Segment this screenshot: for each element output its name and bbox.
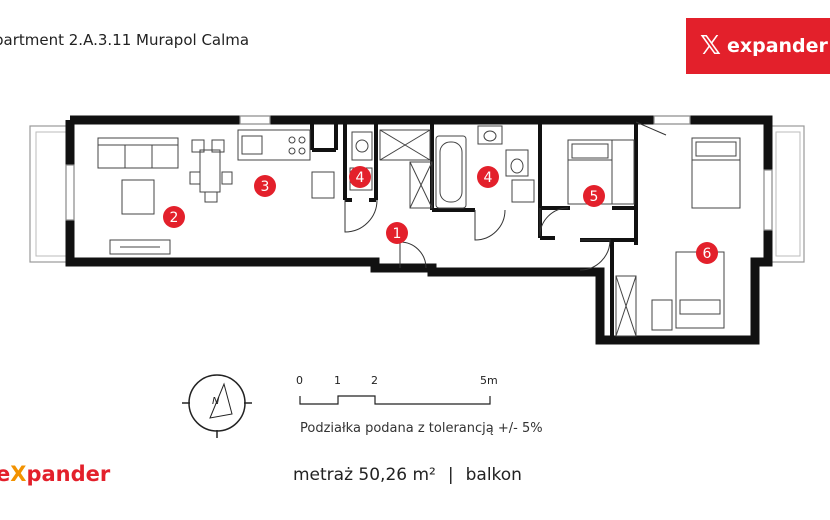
footer-brand-rest: pander [26,462,111,486]
room-marker-5[interactable]: 5 [583,185,605,207]
svg-text:4: 4 [484,170,493,186]
svg-text:2: 2 [170,210,179,226]
area-extra: balkon [465,465,522,485]
compass-north-label: N [212,396,220,407]
scale-tick-5m: 5m [480,374,498,387]
area-separator: | [447,465,454,485]
internal-walls [310,124,638,340]
room-marker-3[interactable]: 3 [254,175,276,197]
room-markers: 2 3 4 1 4 5 6 [163,166,718,264]
balcony-right-inner [775,131,801,257]
door-swings [344,121,667,271]
room-marker-2[interactable]: 2 [163,206,185,228]
compass: N [182,374,252,438]
scale-tolerance-note: Podziałka podana z tolerancją +/- 5% [300,421,543,436]
footer-brand-prefix: e [0,462,11,486]
svg-text:6: 6 [703,246,712,262]
svg-text:5: 5 [590,189,599,205]
balcony-right [769,125,805,263]
area-summary: metraż 50,26 m² | balkon [293,465,522,485]
scale-tick-2: 2 [371,374,378,387]
apartment-title: partment 2.A.3.11 Murapol Calma [0,31,250,49]
footer-brand-x: X [10,462,27,486]
outer-wall [65,115,773,345]
room-marker-4a[interactable]: 4 [349,166,371,188]
furniture [97,125,741,337]
expander-footer-logo[interactable]: eXpander [0,462,110,486]
x-logo-icon: 𝕏 [700,31,721,61]
room-marker-4b[interactable]: 4 [477,166,499,188]
scale-tick-1: 1 [334,374,341,387]
windows [65,115,773,231]
expander-logo[interactable]: 𝕏 expander [686,18,830,74]
balcony-left-inner [35,131,67,257]
scale-bar: 0 1 2 5m [296,374,498,405]
brand-name: expander [726,35,828,57]
area-value: metraż 50,26 m² [293,465,436,485]
svg-text:1: 1 [393,226,402,242]
svg-text:3: 3 [261,179,270,195]
room-marker-6[interactable]: 6 [696,242,718,264]
scale-tick-0: 0 [296,374,303,387]
room-marker-1[interactable]: 1 [386,222,408,244]
svg-text:4: 4 [356,170,365,186]
